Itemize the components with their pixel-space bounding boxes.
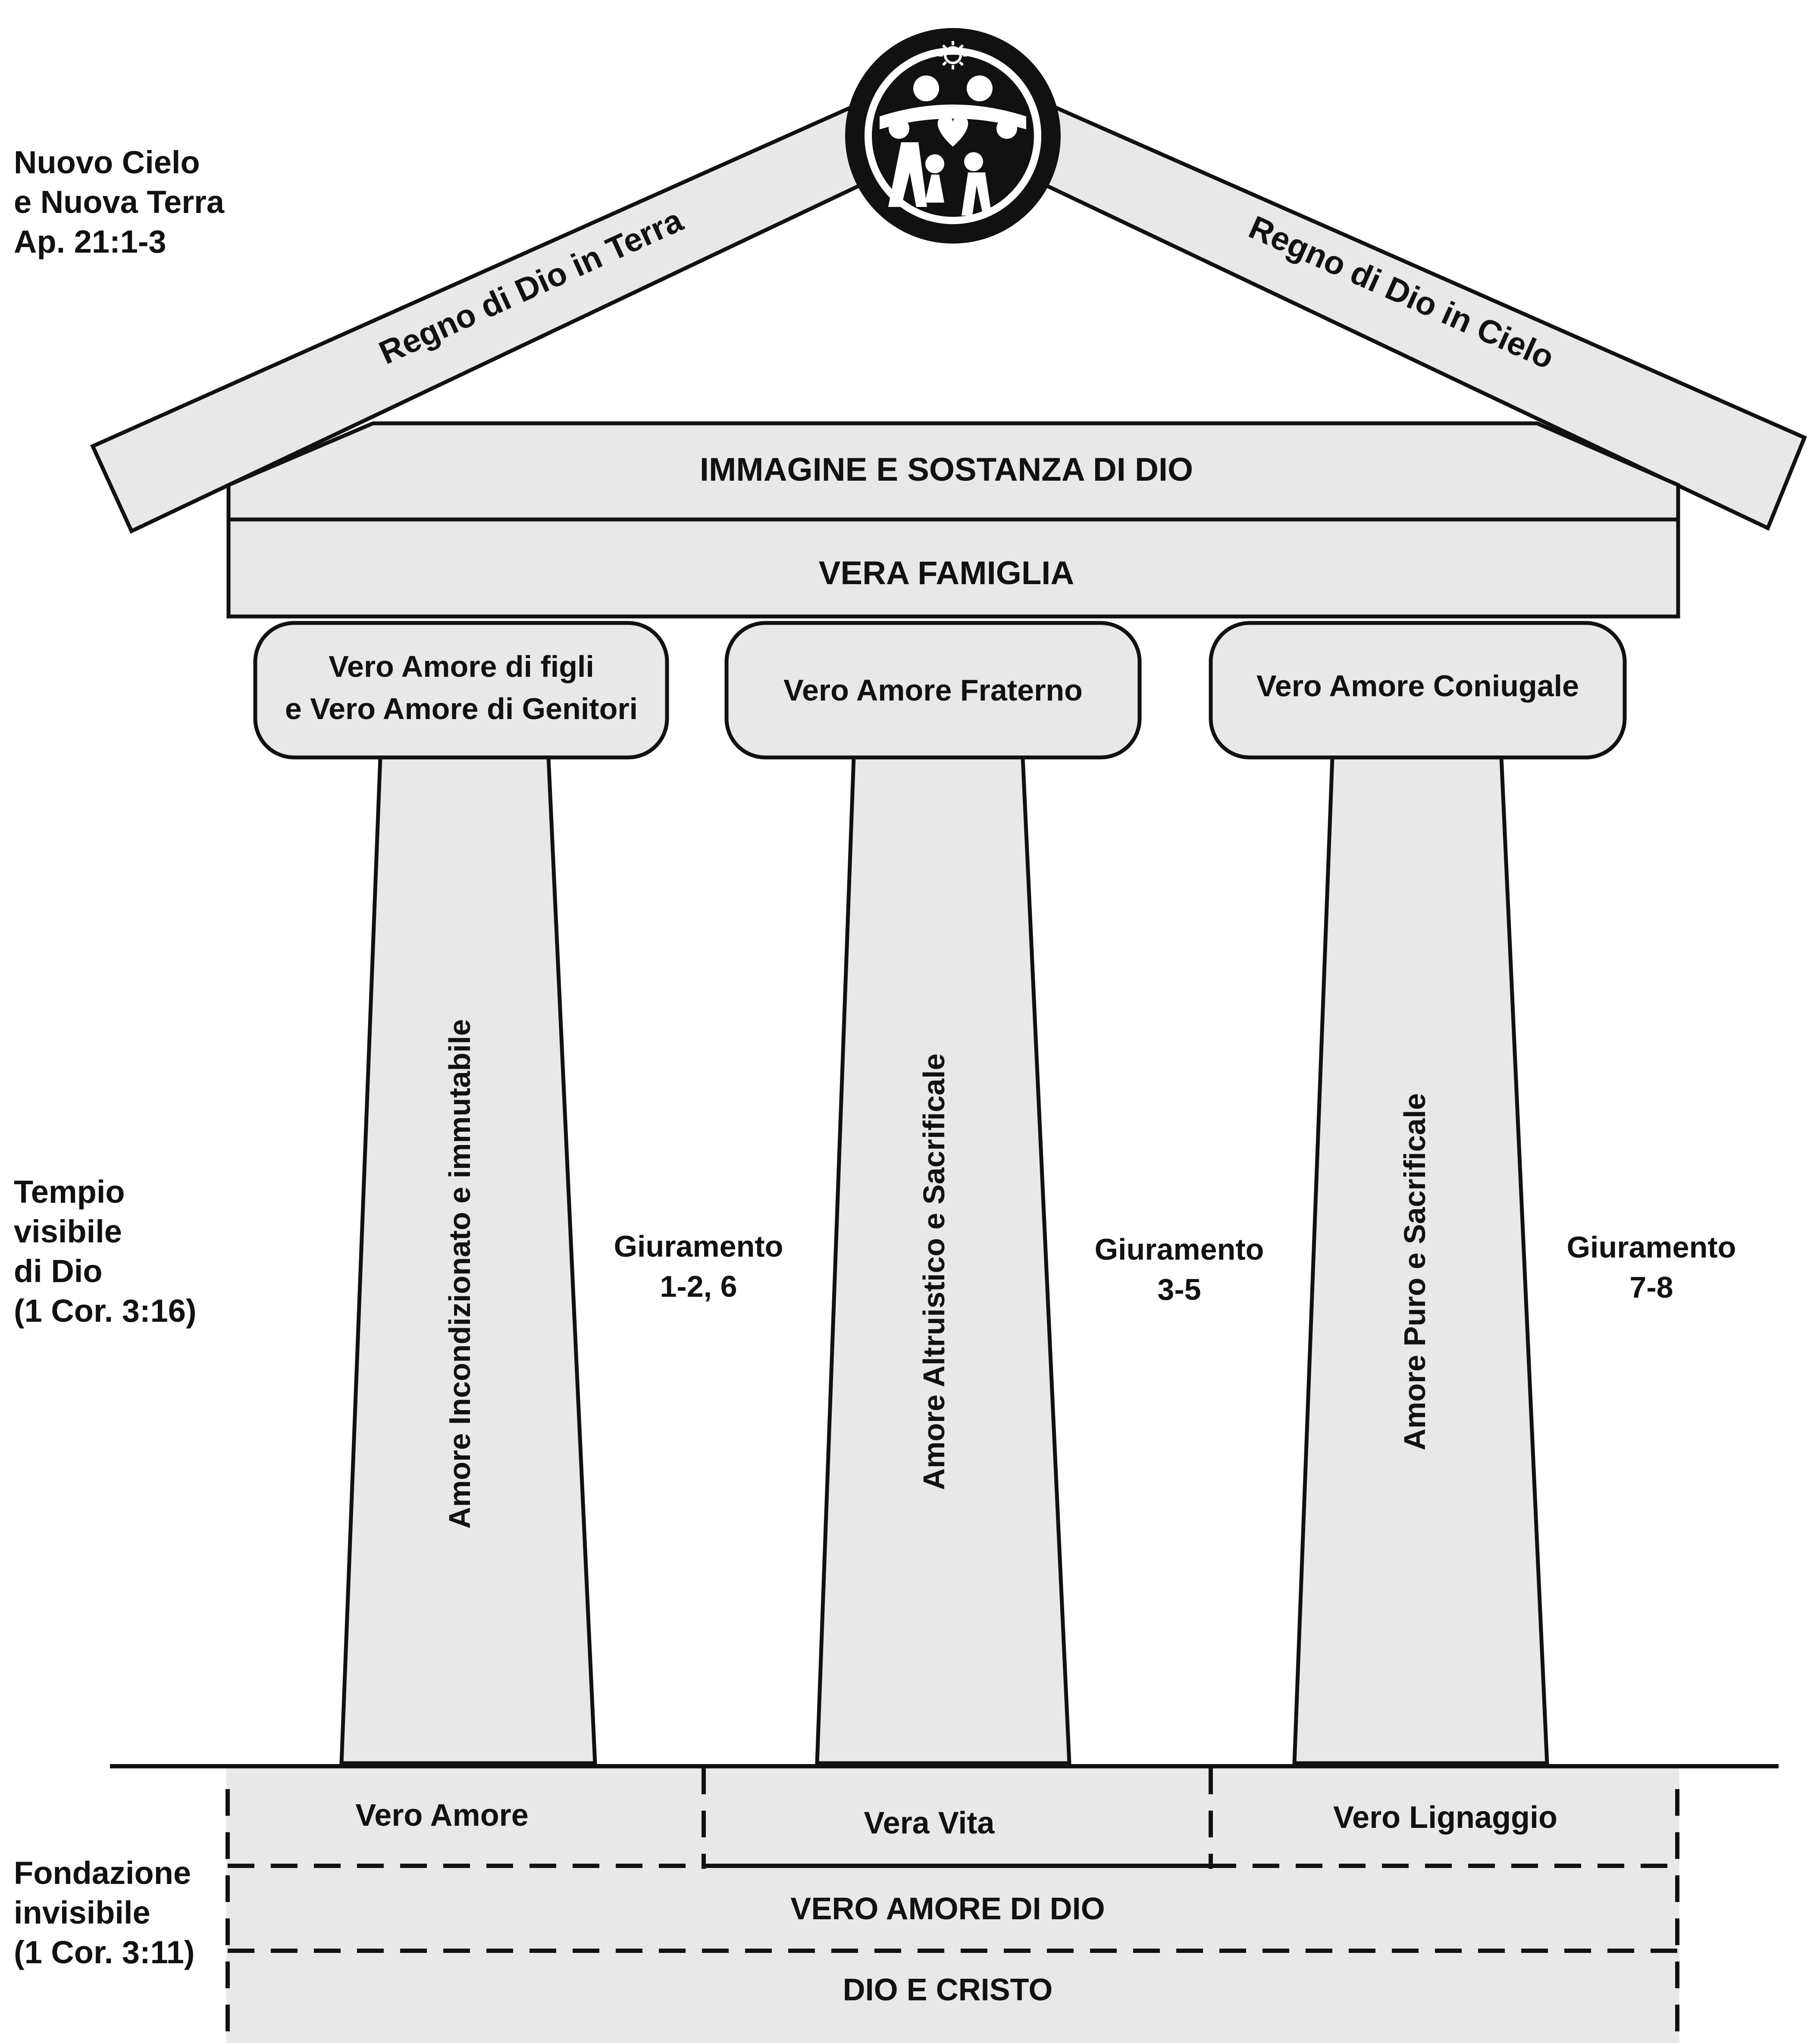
- entablature-subtitle: VERA FAMIGLIA: [819, 555, 1074, 591]
- oath-middle-numbers: 3-5: [1157, 1273, 1201, 1306]
- column-shaft-right: [1292, 755, 1549, 1765]
- side-label-heaven-line-2: e Nuova Terra: [14, 184, 225, 220]
- entablature-bottom-band: [226, 517, 1680, 619]
- side-label-temple: Tempio visibile di Dio (1 Cor. 3:16): [14, 1174, 197, 1329]
- side-label-temple-line-4: (1 Cor. 3:16): [14, 1293, 197, 1329]
- foundation-dashed-outline: [226, 1768, 1679, 2043]
- entablature-title: IMMAGINE E SOSTANZA DI DIO: [700, 451, 1193, 488]
- side-label-foundation-line-2: invisibile: [14, 1895, 150, 1930]
- foundation-background: [226, 1765, 1679, 2043]
- side-label-heaven-line-1: Nuovo Cielo: [14, 144, 200, 180]
- capital-right-label: Vero Amore Coniugale: [1256, 669, 1579, 703]
- column-left-label: Amore Incondizionato e immutabile: [443, 1019, 476, 1529]
- side-label-temple-line-2: visibile: [14, 1214, 122, 1249]
- side-label-temple-line-1: Tempio: [14, 1174, 125, 1210]
- foundation-block-3: Vero Lignaggio: [1333, 1800, 1557, 1835]
- foundation-block-2: Vera Vita: [864, 1806, 995, 1840]
- side-label-foundation-line-3: (1 Cor. 3:11): [14, 1934, 195, 1970]
- side-label-heaven-line-3: Ap. 21:1-3: [14, 224, 166, 260]
- column-shaft-middle: [815, 755, 1071, 1765]
- oath-middle-title: Giuramento: [1095, 1233, 1264, 1266]
- oath-left-numbers: 1-2, 6: [660, 1270, 737, 1303]
- column-middle-label: Amore Altruistico e Sacrificale: [917, 1054, 951, 1490]
- capital-left-line-1: Vero Amore di figli: [329, 650, 594, 683]
- side-label-heaven: Nuovo Cielo e Nuova Terra Ap. 21:1-3: [14, 144, 225, 260]
- side-label-temple-line-3: di Dio: [14, 1253, 103, 1289]
- column-right-label: Amore Puro e Sacrificale: [1398, 1093, 1432, 1451]
- foundation-middle-label: VERO AMORE DI DIO: [790, 1892, 1105, 1926]
- column-shaft-left: [339, 755, 597, 1765]
- foundation-bottom-label: DIO E CRISTO: [843, 1973, 1053, 2007]
- family-emblem-icon: [845, 28, 1061, 244]
- side-label-foundation-line-1: Fondazione: [14, 1855, 191, 1891]
- capital-left: [253, 621, 669, 760]
- oath-right-numbers: 7-8: [1629, 1270, 1673, 1304]
- side-label-foundation: Fondazione invisibile (1 Cor. 3:11): [14, 1855, 195, 1970]
- foundation-block-1: Vero Amore: [355, 1798, 528, 1833]
- oath-right-title: Giuramento: [1567, 1230, 1736, 1264]
- capital-left-line-2: e Vero Amore di Genitori: [285, 692, 638, 726]
- oath-left-title: Giuramento: [614, 1230, 783, 1263]
- capital-middle-label: Vero Amore Fraterno: [783, 673, 1083, 707]
